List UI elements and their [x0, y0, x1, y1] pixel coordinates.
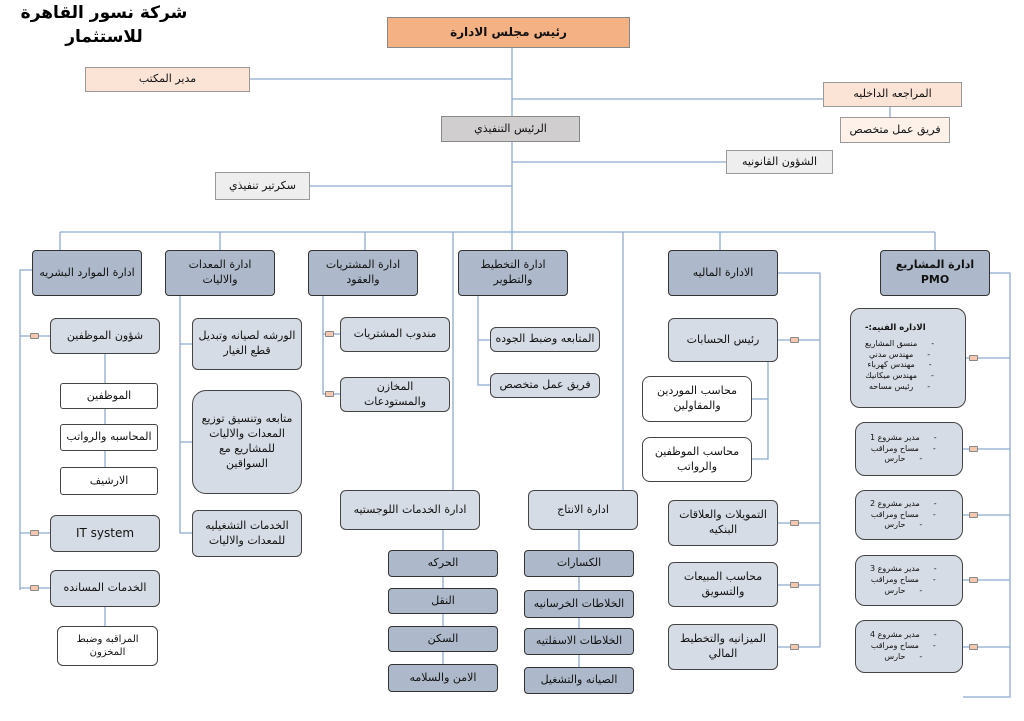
list-item: مساح ومراقب [870, 641, 937, 652]
list-item: مهندس كهرباء [865, 360, 934, 371]
dept-finance[interactable]: الادارة الماليه [668, 250, 778, 296]
dept-procurement[interactable]: ادارة المشتريات والعقود [308, 250, 418, 296]
connector-marker [30, 530, 39, 536]
technical-title: الاداره الفنيه:- [865, 323, 926, 334]
connector-marker [790, 582, 799, 588]
project-team-2[interactable]: مدير مشروع 2مساح ومراقبحارس [855, 490, 963, 540]
hr-payroll[interactable]: المحاسبه والرواتب [60, 424, 158, 451]
list-item: رئيس مساحه [865, 382, 934, 393]
list-item: حارس [870, 586, 937, 597]
hr-archive[interactable]: الارشيف [60, 467, 158, 495]
projects-technical[interactable]: الاداره الفنيه:- منسق المشاريع مهندس مدن… [850, 308, 966, 408]
company-name-line1: شركة نسور القاهرة [20, 3, 188, 23]
finance-banking[interactable]: التمويلات والعلاقات البنكيه [668, 500, 778, 546]
dept-planning[interactable]: ادارة التخطيط والتطوير [458, 250, 568, 296]
production-item[interactable]: الخلاطات الخرسانيه [524, 590, 634, 618]
legal-affairs-box[interactable]: الشؤون القانونيه [726, 150, 833, 174]
list-item: منسق المشاريع [865, 339, 934, 350]
dept-equipment[interactable]: ادارة المعدات والاليات [165, 250, 275, 296]
project-team-1[interactable]: مدير مشروع 1مساح ومراقبحارس [855, 422, 963, 476]
exec-secretary-box[interactable]: سكرتير تنفيذي [215, 172, 310, 200]
hr-it-system[interactable]: IT system [50, 515, 160, 552]
company-name: شركة نسور القاهرة للاستثمار [4, 2, 204, 50]
connector-marker [969, 644, 978, 650]
internal-audit-box[interactable]: المراجعه الداخليه [823, 82, 962, 107]
hr-personnel[interactable]: شؤون الموظفين [50, 318, 160, 354]
dept-hr[interactable]: ادارة الموارد البشريه [32, 250, 142, 296]
list-item: مساح ومراقب [870, 444, 937, 455]
list-item: مساح ومراقب [870, 575, 937, 586]
connector-marker [969, 446, 978, 452]
equipment-operations[interactable]: الخدمات التشغيليه للمعدات والاليات [192, 510, 302, 557]
list-item: حارس [870, 520, 937, 531]
connector-marker [30, 585, 39, 591]
logistics-item[interactable]: الحركه [388, 550, 498, 577]
connector-marker [790, 337, 799, 343]
finance-budget[interactable]: الميزانيه والتخطيط المالي [668, 624, 778, 670]
dept-projects[interactable]: ادارة المشاريع PMO [880, 250, 990, 296]
finance-sales-accountant[interactable]: محاسب المبيعات والتسويق [668, 562, 778, 607]
list-item: مهندس مدني [865, 350, 934, 361]
list-item: مدير مشروع 2 [870, 499, 937, 510]
connector-marker [790, 644, 799, 650]
company-name-line2: للاستثمار [65, 26, 143, 47]
connector-marker [325, 391, 334, 397]
project-team-4[interactable]: مدير مشروع 4مساح ومراقبحارس [855, 620, 963, 673]
hr-employees[interactable]: الموظفين [60, 383, 158, 409]
list-item: مدير مشروع 4 [870, 630, 937, 641]
production-item[interactable]: الخلاطات الاسفلتيه [524, 628, 634, 655]
production-item[interactable]: الصيانه والتشغيل [524, 667, 634, 694]
list-item: مدير مشروع 3 [870, 564, 937, 575]
procurement-rep[interactable]: مندوب المشتريات [340, 317, 450, 352]
list-item: مدير مشروع 1 [870, 433, 937, 444]
list-item: مهندس ميكانيك [865, 371, 934, 382]
list-item: مساح ومراقب [870, 510, 937, 521]
office-manager-box[interactable]: مدير المكتب [85, 67, 250, 92]
dept-logistics[interactable]: ادارة الخدمات اللوجستيه [340, 490, 480, 530]
connector-marker [969, 577, 978, 583]
dept-production[interactable]: ادارة الانتاج [528, 490, 638, 530]
hr-support-services[interactable]: الخدمات المسانده [50, 570, 160, 607]
logistics-item[interactable]: الامن والسلامه [388, 664, 498, 692]
planning-quality[interactable]: المتابعه وضبط الجوده [490, 327, 600, 352]
connector-marker [969, 355, 978, 361]
equipment-workshop[interactable]: الورشه لصيانه وتبديل قطع الغيار [192, 318, 302, 370]
procurement-stores[interactable]: المخازن والمستودعات [340, 377, 450, 412]
connector-marker [790, 520, 799, 526]
equipment-coordination[interactable]: متابعه وتنسيق توزيع المعدات والاليات للم… [192, 390, 302, 494]
connector-marker [30, 333, 39, 339]
finance-suppliers-accountant[interactable]: محاسب الموردين والمقاولين [642, 376, 752, 422]
finance-staff-accountant[interactable]: محاسب الموظفين والرواتب [642, 437, 752, 482]
audit-specialized-team-box[interactable]: فريق عمل متخصص [840, 117, 950, 143]
planning-team[interactable]: فريق عمل متخصص [490, 373, 600, 398]
hr-inventory-control[interactable]: المراقبه وضبط المخزون [57, 626, 158, 666]
finance-chief-accountant[interactable]: رئيس الحسابات [668, 318, 778, 362]
connector-marker [969, 512, 978, 518]
list-item: حارس [870, 454, 937, 465]
ceo-box[interactable]: الرئيس التنفيذي [441, 116, 580, 142]
chairman-box[interactable]: رئيس مجلس الادارة [387, 17, 630, 48]
logistics-item[interactable]: السكن [388, 626, 498, 652]
connector-marker [325, 331, 334, 337]
logistics-item[interactable]: النقل [388, 588, 498, 614]
list-item: حارس [870, 652, 937, 663]
project-team-3[interactable]: مدير مشروع 3مساح ومراقبحارس [855, 555, 963, 606]
production-item[interactable]: الكسارات [524, 550, 634, 577]
